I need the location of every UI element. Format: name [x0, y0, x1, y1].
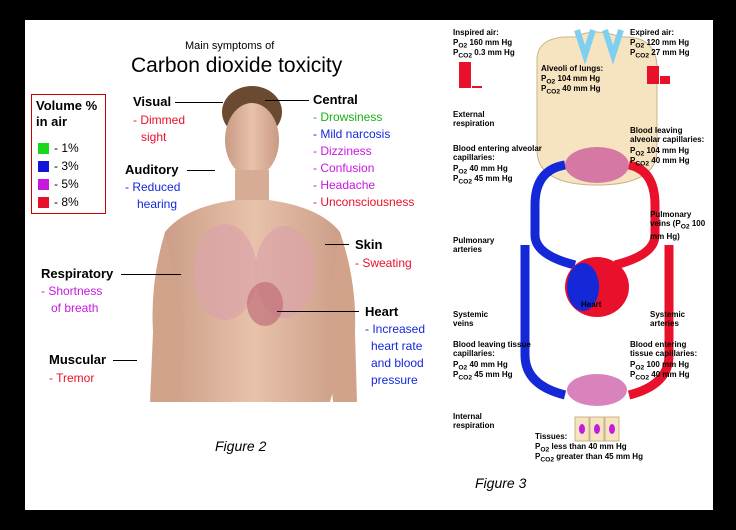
leaving-alveolar-pco2: PCO2 40 mm Hg [630, 156, 690, 168]
pulmonary-veins-label: Pulmonary veins (PO2 100 mm Hg) [650, 210, 706, 241]
visual-item-2: sight [141, 130, 167, 144]
central-item-6: - Unconsciousness [313, 195, 415, 209]
figure2-caption: Figure 2 [215, 438, 267, 454]
muscular-item-1: - Tremor [49, 371, 95, 385]
leaving-tissue-title: Blood leaving tissue capillaries: [453, 340, 531, 358]
expired-o2-bar [647, 66, 659, 84]
central-leader-line [265, 100, 309, 101]
entering-tissue-title: Blood entering tissue capillaries: [630, 340, 698, 358]
expired-co2-bar [660, 76, 670, 84]
central-item-1: - Drowsiness [313, 110, 383, 124]
auditory-item-2: hearing [137, 197, 178, 211]
leaving-tissue-pco2: PCO2 45 mm Hg [453, 370, 513, 382]
image-panel: Main symptoms of Carbon dioxide toxicity… [25, 20, 713, 510]
tissues-title: Tissues: [535, 432, 568, 441]
entering-alveolar-title: Blood entering alveolar capillaries: [453, 144, 542, 162]
legend-title-line1: Volume % [36, 98, 98, 113]
leaving-alveolar-po2: PO2 104 mm Hg [630, 146, 690, 158]
respiratory-leader-line [121, 274, 181, 275]
inspired-co2-bar [472, 86, 482, 88]
central-item-2: - Mild narcosis [313, 127, 391, 141]
visual-item-1: - Dimmed [133, 113, 186, 127]
legend-title-line2: in air [36, 114, 68, 129]
respiratory-item-2: of breath [51, 301, 99, 315]
muscular-heading: Muscular [49, 352, 107, 367]
heart-item-1: - Increased [365, 322, 426, 336]
auditory-heading: Auditory [125, 162, 179, 177]
central-heading: Central [313, 92, 358, 107]
figure2-subtitle: Main symptoms of [185, 40, 275, 52]
expired-air-title: Expired air: [630, 28, 675, 37]
leaving-tissue-po2: PO2 40 mm Hg [453, 360, 508, 372]
alveoli-pco2: PCO2 40 mm Hg [541, 84, 601, 96]
entering-tissue-pco2: PCO2 40 mm Hg [630, 370, 690, 382]
auditory-leader-line [187, 170, 215, 171]
legend-swatch-3 [38, 179, 49, 190]
heart-label: Heart [581, 300, 602, 309]
legend-label-2: - 3% [54, 159, 79, 173]
external-respiration-label: External respiration [453, 110, 495, 128]
visual-heading: Visual [133, 94, 172, 109]
inspired-pco2: PCO2 0.3 mm Hg [453, 48, 515, 60]
expired-po2: PO2 120 mm Hg [630, 38, 690, 50]
legend-label-3: - 5% [54, 177, 79, 191]
volume-legend: Volume % in air - 1% - 3% - 5% - 8% [31, 94, 106, 214]
skin-heading: Skin [355, 237, 383, 252]
figure3-caption: Figure 3 [475, 475, 527, 491]
expired-pco2: PCO2 27 mm Hg [630, 48, 690, 60]
legend-swatch-1 [38, 143, 49, 154]
circulation-diagram [520, 29, 674, 442]
inspired-po2: PO2 160 mm Hg [453, 38, 513, 50]
human-torso-illustration [150, 86, 357, 402]
heart-item-3: and blood [371, 356, 424, 370]
central-item-5: - Headache [313, 178, 376, 192]
entering-alveolar-pco2: PCO2 45 mm Hg [453, 174, 513, 186]
alveoli-title: Alveoli of lungs: [541, 64, 604, 73]
heart-leader-line [277, 311, 359, 312]
legend-label-1: - 1% [54, 141, 79, 155]
tissues-po2: PO2 less than 40 mm Hg [535, 442, 627, 454]
respiratory-heading: Respiratory [41, 266, 114, 281]
legend-label-4: - 8% [54, 195, 79, 209]
figure2-title: Carbon dioxide toxicity [131, 54, 343, 77]
muscular-leader-line [113, 360, 137, 361]
legend-swatch-2 [38, 161, 49, 172]
visual-leader-line [175, 102, 223, 103]
entering-alveolar-po2: PO2 40 mm Hg [453, 164, 508, 176]
inspired-air-title: Inspired air: [453, 28, 499, 37]
central-item-4: - Confusion [313, 161, 375, 175]
pulmonary-arteries-label: Pulmonary arteries [453, 236, 495, 254]
inspired-o2-bar [459, 62, 471, 88]
central-item-3: - Dizziness [313, 144, 372, 158]
leaving-alveolar-title: Blood leaving alveolar capillaries: [630, 126, 705, 144]
heart-heading: Heart [365, 304, 399, 319]
internal-respiration-label: Internal respiration [453, 412, 495, 430]
heart-item-2: heart rate [371, 339, 423, 353]
systemic-veins-label: Systemic veins [453, 310, 489, 328]
alveoli-po2: PO2 104 mm Hg [541, 74, 601, 86]
tissues-pco2: PCO2 greater than 45 mm Hg [535, 452, 643, 464]
legend-swatch-4 [38, 197, 49, 208]
skin-leader-line [325, 244, 349, 245]
respiratory-item-1: - Shortness [41, 284, 103, 298]
auditory-item-1: - Reduced [125, 180, 181, 194]
systemic-arteries-label: Systemic arteries [650, 310, 686, 328]
heart-item-4: pressure [371, 373, 418, 387]
entering-tissue-po2: PO2 100 mm Hg [630, 360, 690, 372]
skin-item-1: - Sweating [355, 256, 412, 270]
